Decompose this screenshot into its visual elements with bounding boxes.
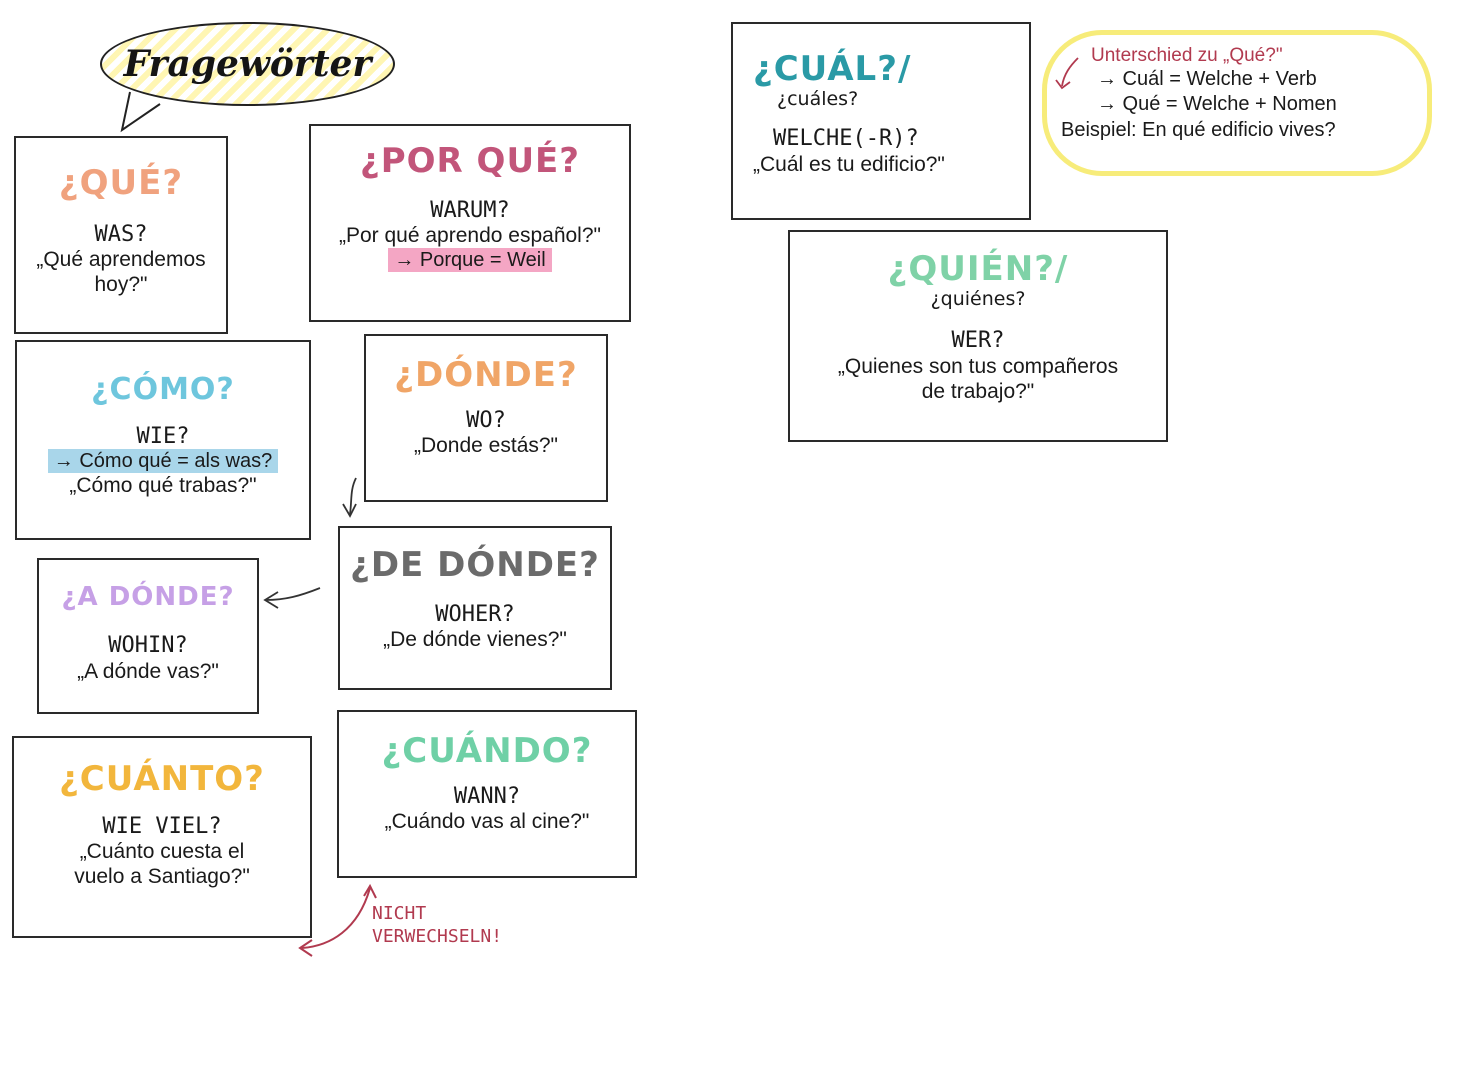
card-quien-example-1: „Quienes son tus compañeros [837, 354, 1119, 378]
card-a-donde-example: „A dónde vas?" [77, 659, 219, 683]
card-como-question: ¿CÓMO? [91, 372, 235, 407]
card-a-donde: ¿A DÓNDE? WOHIN? „A dónde vas?" [37, 558, 259, 714]
card-cuanto-example-2: vuelo a Santiago?" [74, 865, 250, 889]
note-example: Beispiel: En qué edificio vives? [1061, 119, 1336, 141]
card-que-german: WAS? [94, 221, 148, 247]
note-title: Unterschied zu „Qué?" [1091, 45, 1283, 66]
card-como-note: → Cómo qué = als was? [47, 448, 279, 473]
card-de-donde-question: ¿DE DÓNDE? [350, 545, 600, 585]
card-cual-example: „Cuál es tu edificio?" [753, 152, 945, 176]
card-cual: ¿CUÁL?/ ¿cuáles? WELCHE(-R)? „Cuál es tu… [731, 22, 1031, 220]
card-de-donde: ¿DE DÓNDE? WOHER? „De dónde vienes?" [338, 526, 612, 690]
card-quien-example-2: de trabajo?" [921, 379, 1035, 403]
card-quien-question: ¿QUIÉN?/ [887, 249, 1069, 289]
card-donde: ¿DÓNDE? WO? „Donde estás?" [364, 334, 608, 502]
annotation-line-2: VERWECHSELN! [372, 926, 503, 948]
card-como-example: „Cómo qué trabas?" [69, 473, 257, 497]
card-cuando-german: WANN? [453, 783, 521, 809]
card-por-que: ¿POR QUÉ? WARUM? „Por qué aprendo españo… [309, 124, 631, 322]
card-de-donde-german: WOHER? [435, 601, 515, 627]
card-de-donde-example: „De dónde vienes?" [383, 627, 567, 651]
card-cuanto-question: ¿CUÁNTO? [59, 759, 265, 799]
card-que-question: ¿QUÉ? [58, 163, 184, 203]
card-a-donde-question: ¿A DÓNDE? [61, 582, 235, 612]
card-quien-german: WER? [951, 328, 1005, 354]
card-cuando-example: „Cuándo vas al cine?" [384, 809, 590, 833]
nicht-verwechseln-annotation: NICHT VERWECHSELN! [372, 902, 572, 949]
arrow-donde-to-de-donde [342, 477, 357, 518]
cuál-vs-qué-note: Unterschied zu „Qué?" → Cuál = Welche + … [1042, 30, 1432, 176]
note-line-cual: → Cuál = Welche + Verb [1097, 68, 1317, 90]
title-bubble-tail [120, 91, 161, 133]
card-que: ¿QUÉ? WAS? „Qué aprendemos hoy?" [14, 136, 228, 334]
card-cuando: ¿CUÁNDO? WANN? „Cuándo vas al cine?" [337, 710, 637, 878]
card-por-que-german: WARUM? [430, 197, 510, 223]
card-que-example-2: hoy?" [94, 273, 148, 297]
card-cual-german: WELCHE(-R)? [773, 126, 919, 152]
card-cuanto-german: WIE VIEL? [102, 813, 222, 839]
arrow-de-donde-to-a-donde [263, 587, 321, 609]
note-line-que: → Qué = Welche + Nomen [1097, 93, 1337, 115]
card-por-que-note: → Porque = Weil [388, 248, 552, 273]
card-quien: ¿QUIÉN?/ ¿quiénes? WER? „Quienes son tus… [788, 230, 1168, 442]
card-donde-german: WO? [466, 407, 506, 433]
card-a-donde-german: WOHIN? [108, 633, 188, 659]
card-cual-question: ¿CUÁL?/ [753, 49, 912, 89]
title-bubble: Fragewörter [100, 22, 395, 106]
card-cuanto-example-1: „Cuánto cuesta el [79, 839, 245, 863]
card-donde-question: ¿DÓNDE? [394, 355, 578, 395]
card-como-german: WIE? [136, 423, 190, 449]
card-como: ¿CÓMO? WIE? → Cómo qué = als was? „Cómo … [15, 340, 311, 540]
page-title: Fragewörter [123, 43, 372, 85]
annotation-line-1: NICHT [372, 903, 427, 924]
card-donde-example: „Donde estás?" [413, 433, 559, 457]
card-que-example-1: „Qué aprendemos [36, 247, 206, 271]
card-por-que-question: ¿POR QUÉ? [359, 141, 581, 181]
card-cuanto: ¿CUÁNTO? WIE VIEL? „Cuánto cuesta el vue… [12, 736, 312, 938]
card-quien-plural: ¿quiénes? [930, 287, 1026, 310]
card-cuando-question: ¿CUÁNDO? [381, 731, 593, 771]
card-cual-plural: ¿cuáles? [777, 87, 859, 110]
card-por-que-example: „Por qué aprendo español?" [339, 223, 601, 247]
